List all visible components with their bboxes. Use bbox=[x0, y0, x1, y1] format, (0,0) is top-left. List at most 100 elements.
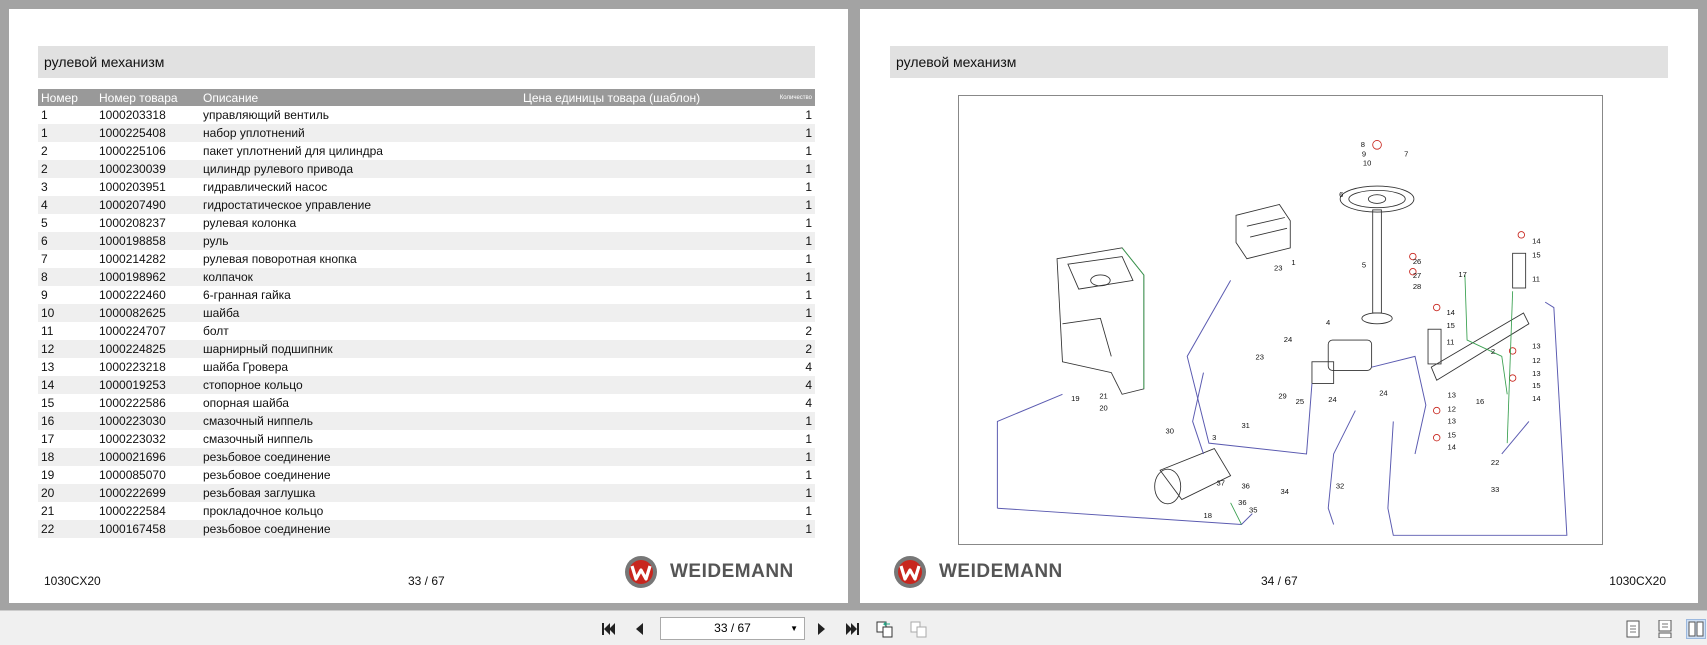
prev-page-icon bbox=[636, 623, 643, 635]
single-page-view-button[interactable] bbox=[1623, 619, 1643, 639]
quantity: 1 bbox=[805, 468, 812, 482]
part-number: 1000203951 bbox=[99, 180, 166, 194]
callout-label: 36 bbox=[1238, 498, 1246, 507]
callout-label: 13 bbox=[1448, 391, 1456, 400]
item-number: 10 bbox=[38, 304, 96, 322]
part-number: 1000198962 bbox=[96, 268, 200, 286]
item-number: 6 bbox=[38, 232, 96, 250]
continuous-view-button[interactable] bbox=[1655, 619, 1675, 639]
description: стопорное кольцо bbox=[200, 376, 520, 394]
hydraulic-pump bbox=[1159, 448, 1232, 501]
description: шарнирный подшипник bbox=[200, 340, 520, 358]
part-number: 1000208237 bbox=[99, 216, 166, 230]
chevron-down-icon[interactable]: ▼ bbox=[790, 624, 798, 633]
last-page-icon bbox=[846, 623, 859, 635]
unit-price bbox=[520, 250, 763, 268]
two-page-icon bbox=[1688, 621, 1704, 637]
description: цилиндр рулевого привода bbox=[200, 160, 520, 178]
callout-label: 28 bbox=[1413, 282, 1421, 291]
weidemann-w-icon bbox=[894, 556, 926, 588]
quantity: 1 bbox=[763, 484, 815, 502]
callout-label: 13 bbox=[1448, 417, 1456, 426]
part-number: 1000085070 bbox=[99, 468, 166, 482]
page-number: 33 / 67 bbox=[408, 574, 445, 588]
hoses bbox=[996, 280, 1568, 536]
description: колпачок bbox=[200, 268, 520, 286]
go-back-view-button[interactable] bbox=[875, 619, 895, 639]
callout-label: 5 bbox=[1362, 260, 1366, 269]
unit-price bbox=[520, 520, 763, 538]
callout-label: 12 bbox=[1448, 405, 1456, 414]
callout-label: 35 bbox=[1249, 506, 1257, 515]
part-number: 1000222460 bbox=[99, 288, 166, 302]
steering-column bbox=[1372, 209, 1382, 314]
go-forward-view-button[interactable] bbox=[909, 619, 929, 639]
callout-label: 3 bbox=[1212, 433, 1216, 442]
unit-price bbox=[520, 322, 763, 340]
callout-label: 37 bbox=[1217, 478, 1225, 487]
unit-price bbox=[520, 106, 763, 124]
page-number: 34 / 67 bbox=[1261, 574, 1298, 588]
part-number: 1000167458 bbox=[96, 520, 200, 538]
callout-label: 14 bbox=[1532, 394, 1540, 403]
callout-label: 33 bbox=[1491, 485, 1499, 494]
callout-label: 23 bbox=[1256, 353, 1264, 362]
part-number: 1000198858 bbox=[96, 232, 200, 250]
description: шайба Гровера bbox=[203, 360, 289, 374]
description: резьбовая заглушка bbox=[200, 484, 520, 502]
logo-text: WEIDEMANN bbox=[670, 561, 794, 582]
unit-price bbox=[520, 214, 763, 232]
steering-wheel bbox=[1339, 185, 1415, 213]
page-number-field[interactable]: 33 / 67▼ bbox=[660, 617, 805, 640]
item-number: 8 bbox=[38, 268, 96, 286]
part-number: 1000021696 bbox=[96, 448, 200, 466]
item-number: 15 bbox=[41, 396, 55, 410]
part-number: 1000214282 bbox=[99, 252, 166, 266]
part-number: 1000207490 bbox=[96, 196, 200, 214]
description: шайба bbox=[200, 304, 520, 322]
callout-label: 13 bbox=[1532, 369, 1540, 378]
quantity: 1 bbox=[763, 448, 815, 466]
unit-price bbox=[520, 160, 763, 178]
next-page-icon bbox=[818, 623, 825, 635]
steering-cylinder bbox=[1430, 312, 1530, 381]
callout-label: 20 bbox=[1099, 404, 1107, 413]
callout-label: 7 bbox=[1404, 150, 1408, 159]
unit-price bbox=[520, 430, 763, 448]
quantity: 1 bbox=[763, 412, 815, 430]
callout-label: 25 bbox=[1296, 397, 1304, 406]
callout-label: 14 bbox=[1448, 443, 1456, 452]
first-page-button[interactable] bbox=[598, 619, 618, 639]
quantity: 1 bbox=[805, 108, 812, 122]
prev-page-button[interactable] bbox=[630, 619, 650, 639]
hydrostatic-unit bbox=[1327, 339, 1373, 371]
callout-label: 24 bbox=[1328, 395, 1336, 404]
next-page-button[interactable] bbox=[811, 619, 831, 639]
section-title: рулевой механизм bbox=[38, 46, 815, 78]
last-page-button[interactable] bbox=[843, 619, 863, 639]
model-label: 1030CX20 bbox=[44, 574, 101, 588]
two-page-view-button[interactable] bbox=[1686, 619, 1706, 639]
callout-label: 32 bbox=[1336, 482, 1344, 491]
description: опорная шайба bbox=[203, 396, 289, 410]
callout-label: 15 bbox=[1446, 321, 1454, 330]
description: резьбовое соединение bbox=[203, 468, 331, 482]
viewer-toolbar: 33 / 67▼ bbox=[0, 610, 1707, 645]
part-number: 1000019253 bbox=[96, 376, 200, 394]
part-number: 1000224707 bbox=[99, 324, 166, 338]
callout-label: 24 bbox=[1284, 335, 1292, 344]
model-label: 1030CX20 bbox=[1609, 574, 1666, 588]
item-number: 22 bbox=[38, 520, 96, 538]
part-number: 1000225408 bbox=[96, 124, 200, 142]
